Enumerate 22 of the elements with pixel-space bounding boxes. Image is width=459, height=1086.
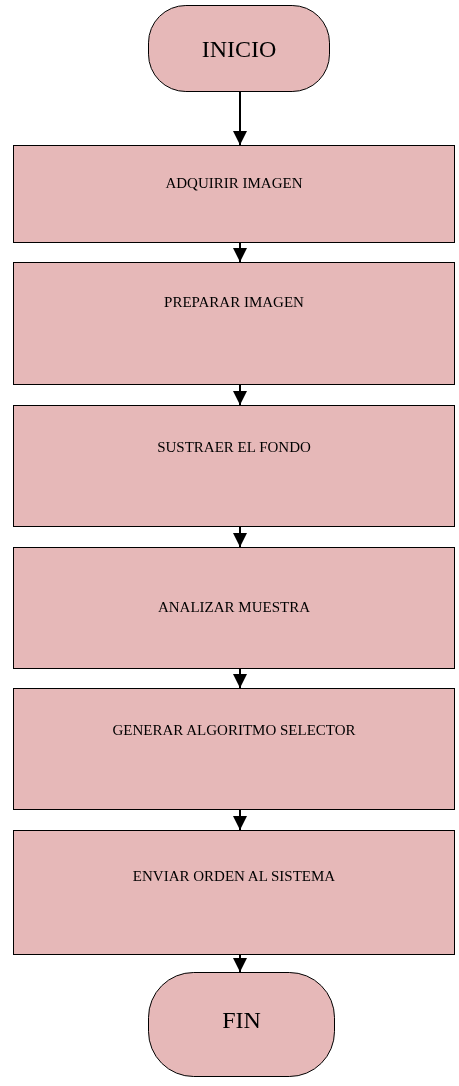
terminal-pill bbox=[148, 5, 330, 92]
step-label: ADQUIRIR IMAGEN bbox=[164, 175, 304, 192]
process-box bbox=[13, 547, 455, 669]
step-label: ANALIZAR MUESTRA bbox=[156, 599, 312, 616]
step-label: FIN bbox=[221, 1007, 262, 1034]
process-box bbox=[13, 830, 455, 955]
arrow bbox=[233, 668, 247, 689]
process-box bbox=[13, 262, 455, 385]
arrow bbox=[233, 526, 247, 548]
arrow bbox=[233, 954, 247, 973]
step-label: PREPARAR IMAGEN bbox=[163, 294, 305, 311]
arrow bbox=[233, 242, 247, 263]
process-box bbox=[13, 145, 455, 243]
step-label: INICIO bbox=[200, 36, 278, 63]
arrow bbox=[233, 384, 247, 406]
step-label: ENVIAR ORDEN AL SISTEMA bbox=[131, 868, 337, 885]
arrow bbox=[233, 91, 247, 146]
process-box bbox=[13, 688, 455, 810]
step-label: GENERAR ALGORITMO SELECTOR bbox=[111, 722, 357, 739]
process-box bbox=[13, 405, 455, 527]
arrow bbox=[233, 809, 247, 831]
step-label: SUSTRAER EL FONDO bbox=[156, 439, 312, 456]
